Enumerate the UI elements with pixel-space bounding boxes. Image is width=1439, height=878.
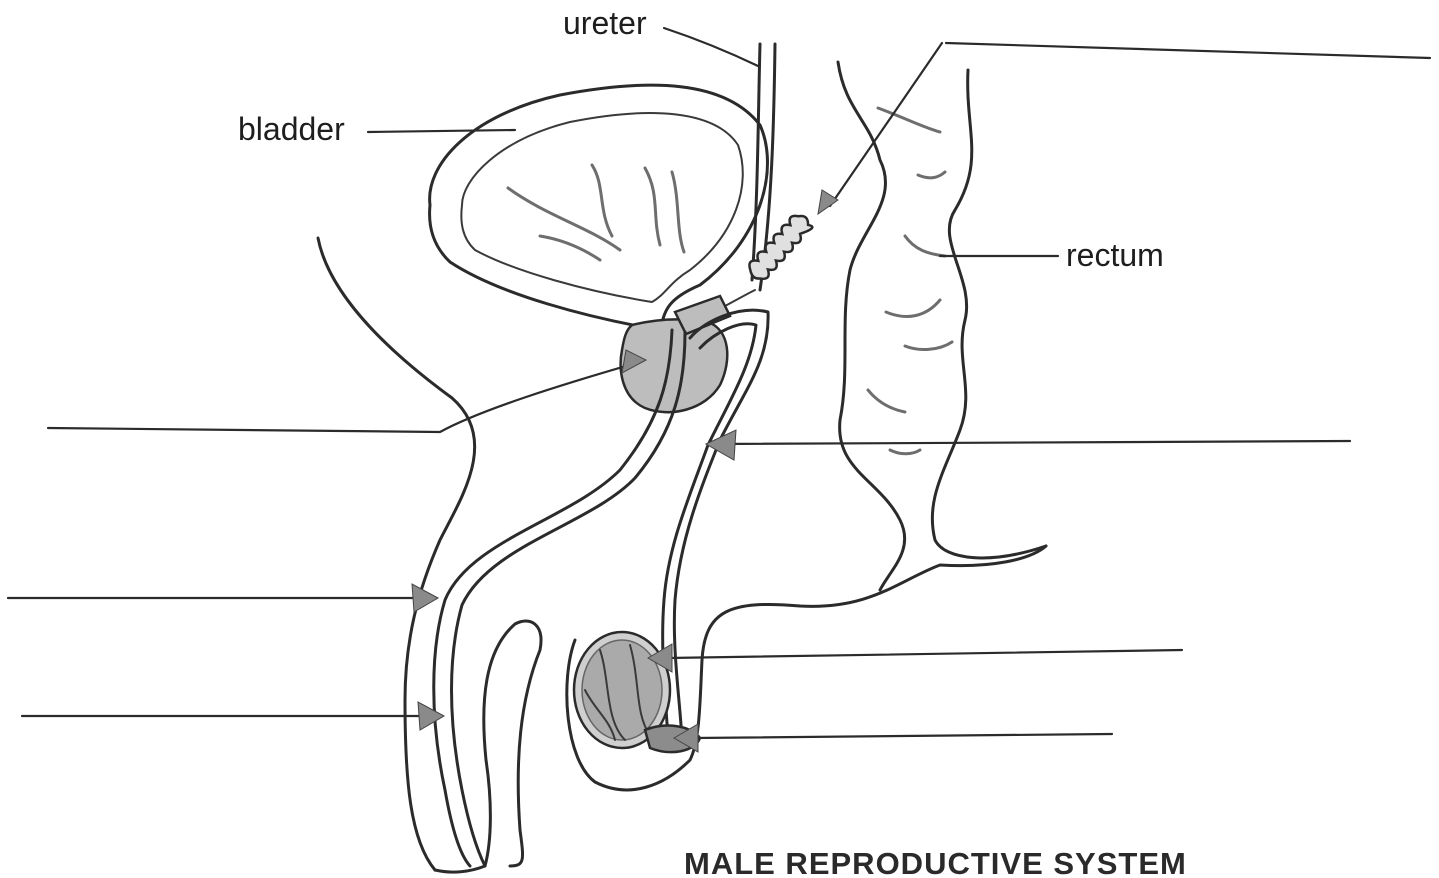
prostate-gland: [621, 319, 728, 412]
abdominal-wall-outline: [318, 238, 475, 870]
ureter-tube-left: [752, 44, 760, 280]
blank-answer-line-vas-deferens: [706, 430, 1350, 460]
bladder-label: bladder: [238, 111, 345, 147]
blank-answer-line-penis: [22, 702, 444, 730]
rectum-label: rectum: [1066, 237, 1164, 273]
ureter-leader-line: [664, 28, 758, 66]
bladder-folds: [508, 165, 684, 260]
ureter-label: ureter: [563, 5, 647, 41]
blank-answer-line-urethra: [8, 584, 438, 612]
urethra-outer: [434, 330, 672, 866]
blank-answer-line-prostate: [48, 350, 646, 432]
blank-answer-line-epididymis: [648, 644, 1182, 672]
blank-answer-line-testis: [674, 724, 1112, 752]
rectum-posterior-wall: [932, 70, 1046, 558]
penis-outline: [435, 621, 541, 872]
rectum-anterior-wall: [838, 62, 905, 590]
bladder-outer-wall: [430, 85, 768, 330]
blank-answer-line-seminal-vesicle: [818, 43, 1430, 214]
bladder-leader-line: [368, 130, 515, 132]
diagram-title: MALE REPRODUCTIVE SYSTEM: [684, 846, 1187, 878]
